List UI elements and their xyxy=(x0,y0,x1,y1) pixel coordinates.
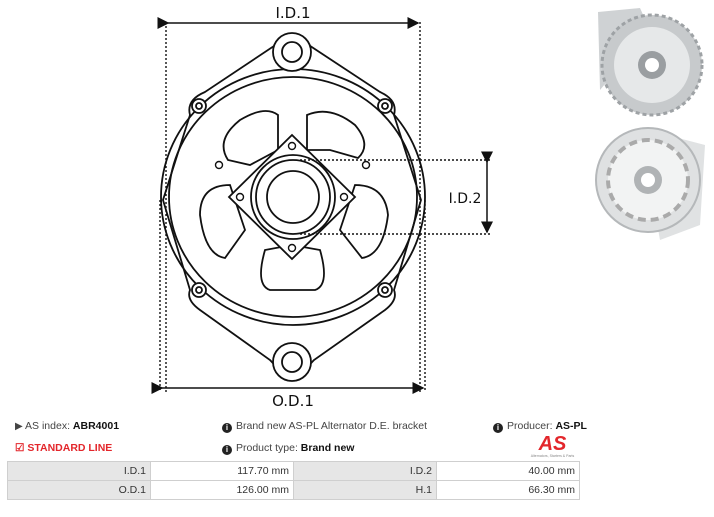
label-od1: O.D.1 xyxy=(272,392,314,410)
technical-drawing: I.D.1 I.D.2 O.D.1 xyxy=(151,4,705,410)
as-index-value: ABR4001 xyxy=(72,420,120,432)
product-photo-front[interactable] xyxy=(598,8,704,117)
product-photo-back[interactable] xyxy=(595,127,705,240)
info-icon: i xyxy=(222,445,232,455)
dimension-guides xyxy=(159,22,492,392)
as-index: ▶ AS index: ABR4001 xyxy=(15,420,120,432)
label-id2: I.D.2 xyxy=(449,191,482,207)
standard-line-badge: ☑ STANDARD LINE xyxy=(15,442,113,454)
checkbox-icon: ☑ xyxy=(15,442,25,454)
as-pl-logo: AS Alternators, Starters & Parts xyxy=(530,433,575,458)
bracket-outline xyxy=(160,32,426,382)
info-icon: i xyxy=(493,423,503,433)
label-id1: I.D.1 xyxy=(275,4,310,22)
info-icon: i xyxy=(222,423,232,433)
dimension-arrows xyxy=(151,17,493,394)
tag-icon: ▶ xyxy=(15,421,23,432)
